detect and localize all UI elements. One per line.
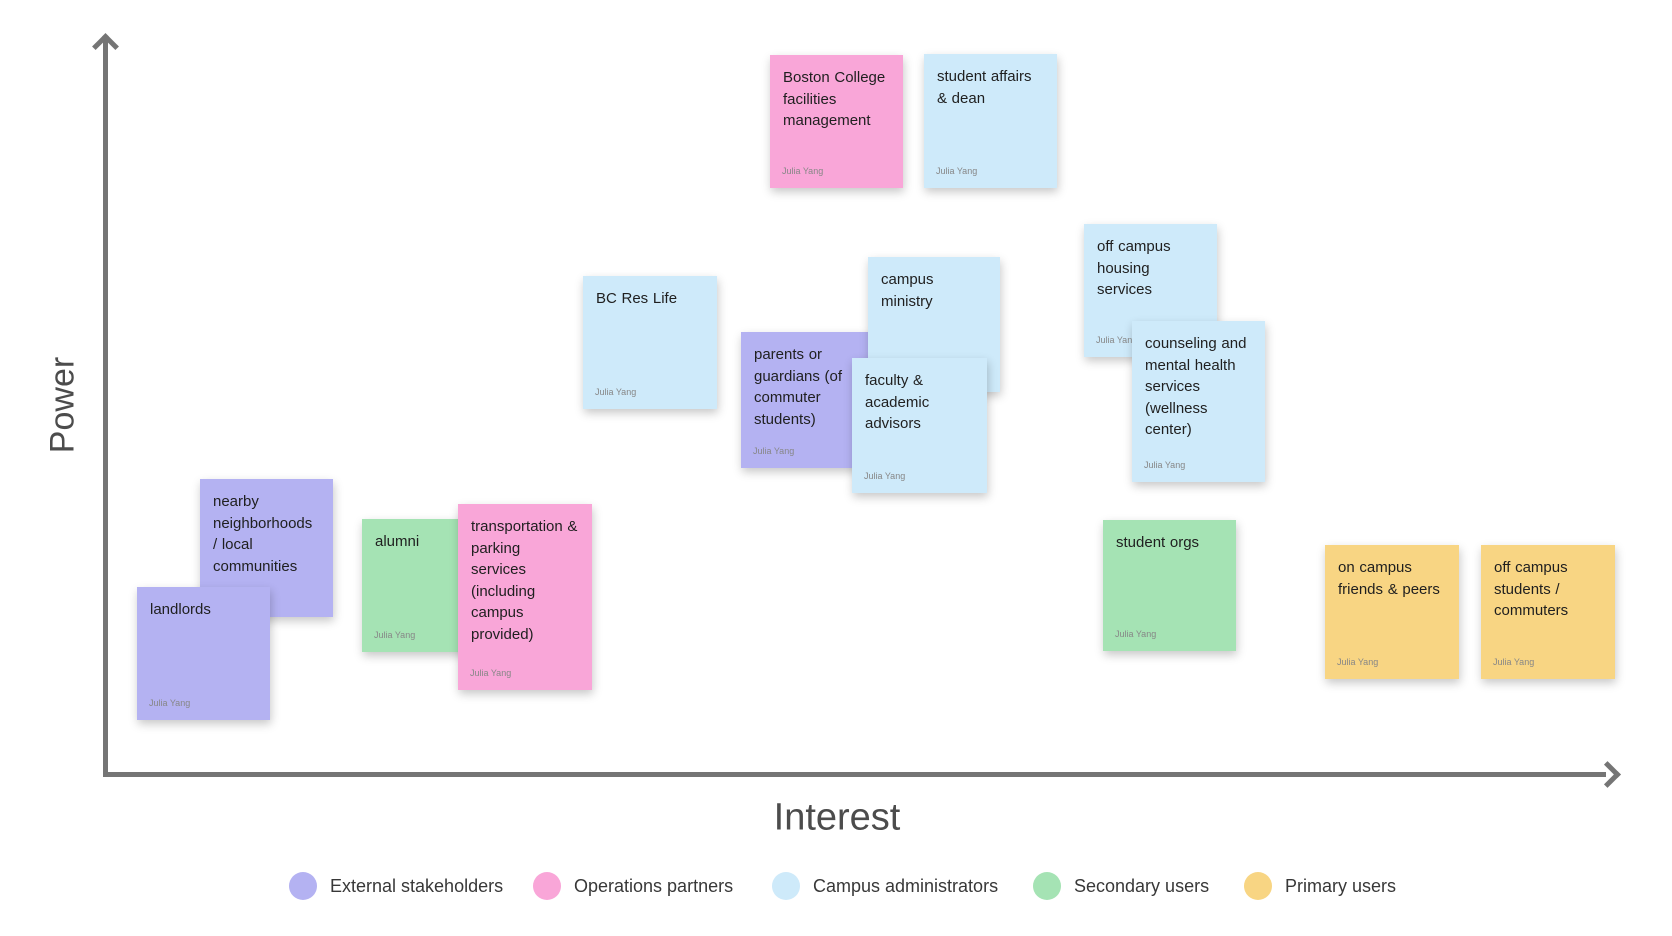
sticky-note-text: campus ministry [881,271,934,310]
legend-label: Campus administrators [813,875,999,896]
sticky-note-author: Julia Yang [753,446,795,456]
legend-item-secondary[interactable]: Secondary users [1033,872,1209,900]
sticky-note-text: BC Res Life [596,290,678,307]
sticky-note-boston-college-facilities[interactable]: Boston College facilities management Jul… [770,55,903,188]
legend-label: Primary users [1285,875,1397,896]
sticky-note-parents-guardians[interactable]: parents or guardians (of commuter studen… [741,332,874,468]
sticky-note-author: Julia Yang [936,166,978,176]
legend-color-dot-icon [1244,872,1272,900]
sticky-note-landlords[interactable]: landlords Julia Yang [137,587,270,720]
sticky-note-author: Julia Yang [782,166,824,176]
sticky-note-text: transportation & parking services (inclu… [471,518,578,643]
sticky-note-off-campus-students[interactable]: off campus students / commuters Julia Ya… [1481,545,1615,679]
sticky-note-author: Julia Yang [1337,657,1379,667]
sticky-note-text: landlords [150,601,211,618]
sticky-note-on-campus-friends[interactable]: on campus friends & peers Julia Yang [1325,545,1459,679]
sticky-note-bc-res-life[interactable]: BC Res Life Julia Yang [583,276,717,409]
sticky-note-text: nearby neighborhoods / local communities [213,493,313,575]
legend-label: External stakeholders [330,875,504,896]
legend-color-dot-icon [1033,872,1061,900]
sticky-note-text: off campus students / commuters [1494,559,1569,619]
legend-color-dot-icon [289,872,317,900]
y-axis-label: Power [43,356,82,454]
sticky-note-text: student affairs & dean [937,68,1032,107]
sticky-note-transportation[interactable]: transportation & parking services (inclu… [458,504,592,690]
sticky-note-student-affairs-dean[interactable]: student affairs & dean Julia Yang [924,54,1057,188]
sticky-note-text: faculty & academic advisors [865,372,930,432]
sticky-note-author: Julia Yang [1144,460,1186,470]
legend-item-external[interactable]: External stakeholders [289,872,503,900]
sticky-note-author: Julia Yang [470,668,512,678]
sticky-note-author: Julia Yang [374,630,416,640]
sticky-note-text: alumni [375,533,420,550]
sticky-note-author: Julia Yang [149,698,191,708]
y-axis-line [103,40,108,777]
legend-item-campus_admin[interactable]: Campus administrators [772,872,998,900]
sticky-note-author: Julia Yang [1115,629,1157,639]
legend-item-primary[interactable]: Primary users [1244,872,1396,900]
sticky-note-text: student orgs [1116,534,1200,551]
x-axis-arrow-icon [1594,761,1621,788]
legend-item-operations[interactable]: Operations partners [533,872,733,900]
sticky-note-author: Julia Yang [1096,335,1138,345]
legend-color-dot-icon [772,872,800,900]
sticky-note-faculty-advisors[interactable]: faculty & academic advisors Julia Yang [852,358,987,493]
sticky-note-text: counseling and mental health services (w… [1145,335,1247,438]
legend-label: Operations partners [574,875,734,896]
sticky-note-text: parents or guardians (of commuter studen… [754,346,843,428]
sticky-note-counseling-wellness[interactable]: counseling and mental health services (w… [1132,321,1265,482]
sticky-note-text: Boston College facilities management [783,69,886,129]
legend-color-dot-icon [533,872,561,900]
sticky-note-author: Julia Yang [1493,657,1535,667]
legend-label: Secondary users [1074,875,1210,896]
x-axis-label: Interest [773,796,901,839]
sticky-note-text: off campus housing services [1097,238,1171,298]
sticky-note-author: Julia Yang [864,471,906,481]
y-axis-arrow-icon [92,33,119,60]
sticky-note-student-orgs[interactable]: student orgs Julia Yang [1103,520,1236,651]
x-axis-line [103,772,1606,777]
sticky-note-author: Julia Yang [595,387,637,397]
sticky-note-text: on campus friends & peers [1338,559,1440,598]
